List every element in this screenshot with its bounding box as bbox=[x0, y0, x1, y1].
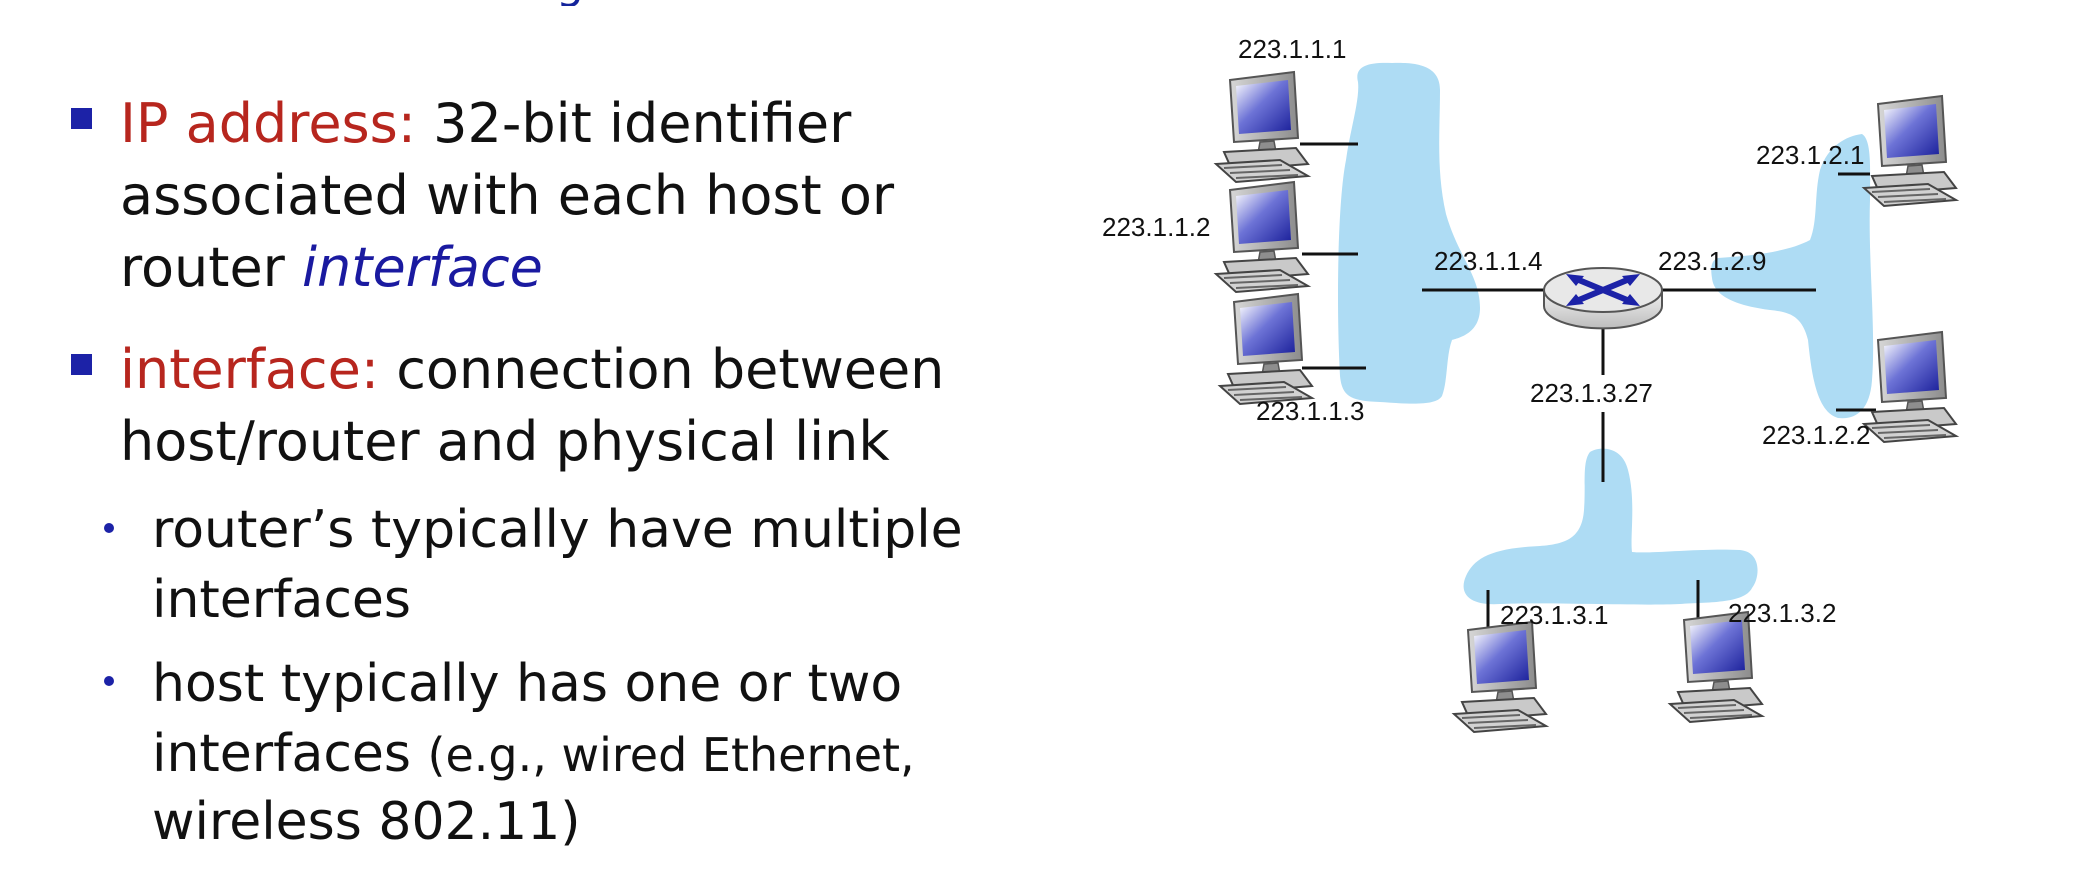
bullet-text-line: router bbox=[120, 236, 303, 299]
sub-bullet-note: (e.g., wired Ethernet, bbox=[427, 728, 915, 782]
host-computer-icon bbox=[1863, 95, 1957, 207]
bullet-text-line: associated with each host or bbox=[120, 164, 895, 227]
router-icon bbox=[1543, 267, 1663, 330]
sub-bullet-note: wireless 802.11) bbox=[152, 792, 581, 852]
dot-bullet-icon bbox=[104, 676, 114, 686]
bullet-text-line: connection between bbox=[396, 338, 945, 401]
host-address-label: 223.1.2.1 bbox=[1756, 140, 1864, 170]
bullet-text-line: 32-bit identifier bbox=[433, 92, 852, 155]
keyword-ip-address: IP address: bbox=[120, 92, 416, 155]
title-fragment: g bbox=[556, 0, 596, 6]
bullet-text-line: host/router and physical link bbox=[120, 410, 890, 473]
keyword-interface: interface: bbox=[120, 338, 380, 401]
host-address-label: 223.1.3.1 bbox=[1500, 600, 1608, 630]
host-computer-icon bbox=[1863, 331, 1957, 443]
host-computer-icon bbox=[1669, 611, 1763, 723]
host-address-label: 223.1.3.2 bbox=[1728, 598, 1836, 628]
sub-bullet-text-line: interfaces bbox=[152, 724, 428, 784]
subnet-3-cloud bbox=[1463, 448, 1758, 605]
host-address-label: 223.1.2.2 bbox=[1762, 420, 1870, 450]
host-computer-icon bbox=[1215, 71, 1309, 183]
square-bullet-icon bbox=[71, 354, 92, 375]
router-interface-label: 223.1.3.27 bbox=[1530, 378, 1653, 408]
dot-bullet-icon bbox=[104, 523, 114, 533]
emphasis-interface: interface bbox=[302, 236, 543, 299]
host-computer-icon bbox=[1219, 293, 1313, 405]
sub-bullet-text-line: interfaces bbox=[152, 570, 412, 630]
square-bullet-icon bbox=[71, 108, 92, 129]
router-interface-label: 223.1.2.9 bbox=[1658, 246, 1766, 276]
router-interface-label: 223.1.1.4 bbox=[1434, 246, 1542, 276]
links bbox=[1300, 142, 1876, 628]
host-computer-icon bbox=[1215, 181, 1309, 293]
host-address-label: 223.1.1.2 bbox=[1102, 212, 1210, 242]
host-address-label: 223.1.1.3 bbox=[1256, 396, 1364, 426]
host-address-label: 223.1.1.1 bbox=[1238, 34, 1346, 64]
sub-bullet-text-line: router’s typically have multiple bbox=[152, 500, 963, 560]
host-computer-icon bbox=[1453, 621, 1547, 733]
bullet-list: IP address: 32-bit identifier associated… bbox=[0, 0, 1040, 890]
subnet-2-cloud bbox=[1711, 134, 1874, 419]
subnet-1-cloud bbox=[1338, 62, 1480, 404]
sub-bullet-text-line: host typically has one or two bbox=[152, 654, 903, 714]
